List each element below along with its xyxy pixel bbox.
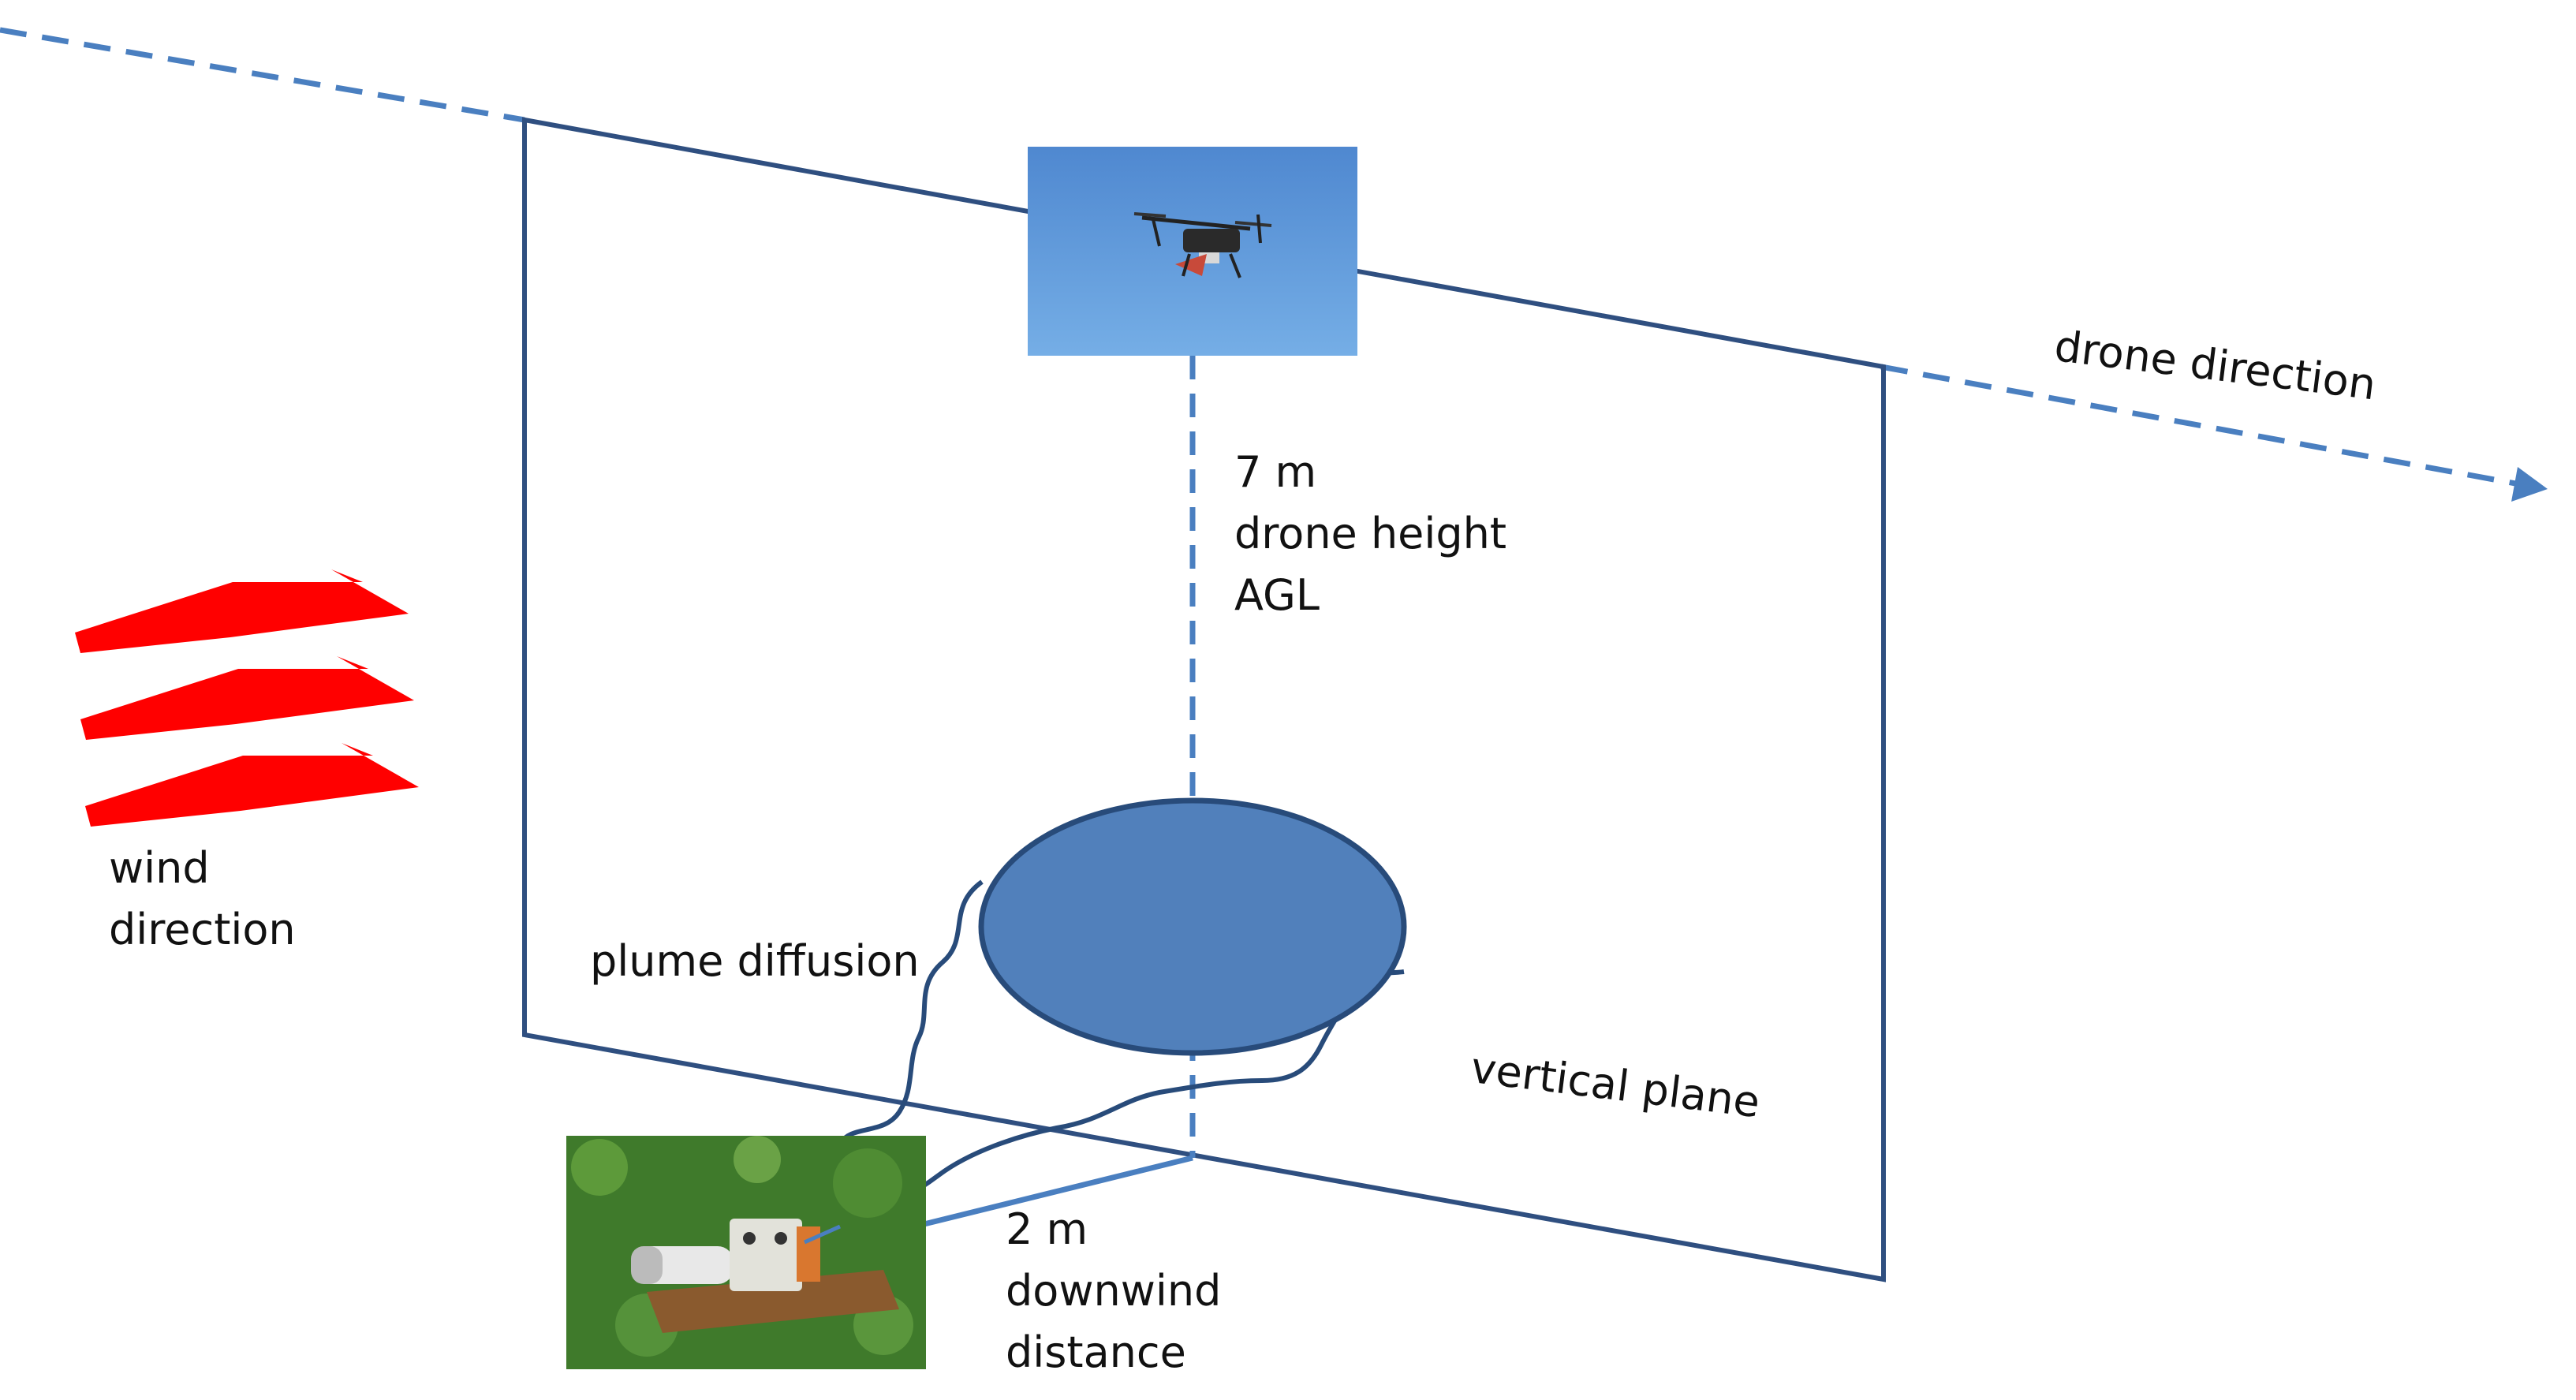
wind-label-line1: wind [109,843,210,893]
wind-direction-label: wind direction [109,838,296,961]
wind-label-line2: direction [109,905,296,954]
flight-path-arrowhead [2511,467,2548,502]
vertical-plane [522,117,1886,1282]
downwind-distance-label: 2 m downwind distance [1006,1199,1221,1383]
sensor-to-plume-link [803,1224,842,1245]
plume-diffusion-label: plume diffusion [590,936,920,986]
drone-height-label: 7 m drone height AGL [1234,442,1506,626]
plume-cross-section [978,797,1407,1056]
distance-text-line1: downwind [1006,1266,1222,1316]
drone-height-value: 7 m [1234,447,1317,497]
drone-height-agl: AGL [1234,570,1320,620]
wind-arrow-icon [75,569,419,827]
gas-sensor-photo [566,1136,926,1369]
distance-value: 2 m [1006,1204,1088,1254]
drone-height-text: drone height [1234,509,1507,558]
distance-text-line2: distance [1006,1327,1186,1377]
flight-path-left [0,27,525,123]
flight-path-right [1880,364,2525,488]
drone-photo [1028,147,1357,356]
